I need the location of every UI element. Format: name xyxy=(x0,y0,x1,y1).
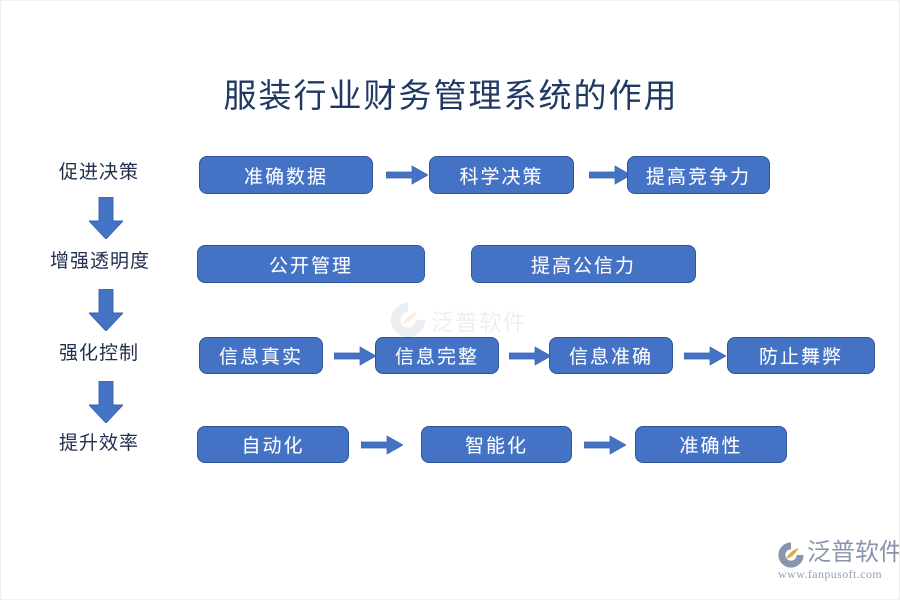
arrow-down-icon-3 xyxy=(87,380,125,424)
arrow-right-icon-r3-3 xyxy=(683,344,727,368)
process-box-r3-c4[interactable]: 防止舞弊 xyxy=(727,337,875,374)
process-box-r1-c3[interactable]: 提高竞争力 xyxy=(627,156,770,194)
arrow-right-icon-r4-1 xyxy=(360,433,404,457)
page-title: 服装行业财务管理系统的作用 xyxy=(223,79,679,115)
process-box-r3-c1[interactable]: 信息真实 xyxy=(199,337,323,374)
process-box-r3-c2[interactable]: 信息完整 xyxy=(375,337,499,374)
arrow-right-icon-r1-1 xyxy=(385,163,429,187)
process-box-r4-c1[interactable]: 自动化 xyxy=(197,426,349,463)
arrow-down-icon-2 xyxy=(87,288,125,332)
process-box-r1-c1[interactable]: 准确数据 xyxy=(199,156,373,194)
brand-name: 泛普软件 xyxy=(807,540,900,566)
arrow-right-icon-r3-2 xyxy=(508,344,552,368)
process-box-r4-c3[interactable]: 准确性 xyxy=(635,426,787,463)
fanpu-logo-icon xyxy=(778,542,804,568)
process-box-r2-c2[interactable]: 提高公信力 xyxy=(471,245,696,283)
stage-label-3: 强化控制 xyxy=(59,343,140,364)
stage-label-1: 促进决策 xyxy=(59,162,140,183)
arrow-right-icon-r3-1 xyxy=(333,344,377,368)
watermark-text: 泛普软件 xyxy=(431,310,527,335)
arrow-down-icon-1 xyxy=(87,196,125,240)
stage-label-2: 增强透明度 xyxy=(50,251,151,272)
arrow-right-icon-r4-2 xyxy=(583,433,627,457)
stage-label-4: 提升效率 xyxy=(59,433,140,454)
brand-url: www.fanpusoft.com xyxy=(778,567,883,581)
process-box-r3-c3[interactable]: 信息准确 xyxy=(549,337,673,374)
process-box-r1-c2[interactable]: 科学决策 xyxy=(429,156,574,194)
process-box-r2-c1[interactable]: 公开管理 xyxy=(197,245,425,283)
brand-logo: 泛普软件 www.fanpusoft.com xyxy=(776,539,899,587)
arrow-right-icon-r1-2 xyxy=(588,163,632,187)
process-box-r4-c2[interactable]: 智能化 xyxy=(421,426,572,463)
